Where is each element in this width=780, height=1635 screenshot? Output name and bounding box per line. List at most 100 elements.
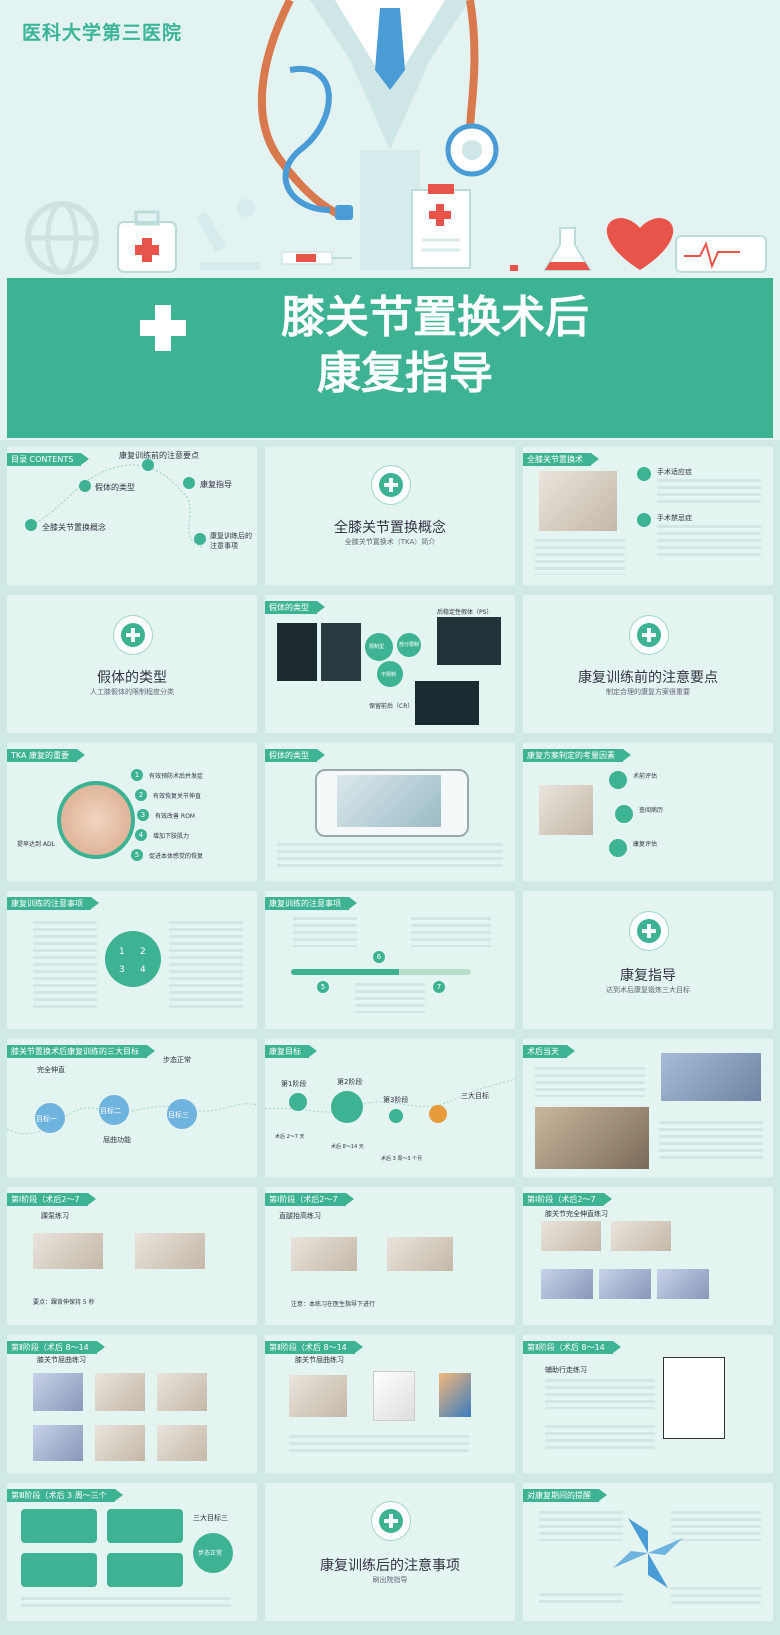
slide-head: 第Ⅱ阶段（术后 8～14 (523, 1341, 621, 1354)
partial-label: 部分限制 (399, 642, 420, 648)
exercise-label: 膝关节完全伸直练习 (545, 1210, 608, 1218)
body-text (539, 1511, 623, 1541)
slide-post-op-day[interactable]: 术后当天 (523, 1039, 773, 1177)
timeline-bar (291, 969, 471, 975)
goal-3-label: 目标三 (168, 1111, 189, 1119)
body-text (671, 1587, 761, 1607)
title-band (7, 278, 773, 438)
slide-head: 康复目标 (265, 1045, 317, 1058)
slide-tka-concept[interactable]: 全膝关节置换概念 全膝关节置换术（TKA）简介 (265, 447, 515, 585)
toc-item-5: 康复训练后的注意事项 (210, 532, 252, 550)
goal-three-label: 三大目标三 (193, 1514, 228, 1522)
slide-prosthesis-types[interactable]: 假体的类型 人工膝假体的限制程度分类 (7, 595, 257, 733)
factor-3: 康复评估 (633, 841, 658, 848)
slide-title: 全膝关节置换概念 (334, 520, 446, 536)
corridor-image (337, 775, 441, 827)
slide-prosthesis-xray[interactable]: 假体的类型 后稳定性假体（PS） 限制型 部分限制 不限制 保留前后（CR） (265, 595, 515, 733)
slide-subtitle: 全膝关节置换术（TKA）简介 (344, 538, 436, 546)
note-box (107, 1553, 183, 1587)
slide-stage3[interactable]: 第Ⅲ阶段（术后 3 周～三个 三大目标三 步态正常 (7, 1483, 257, 1621)
step-6: 6 (373, 951, 385, 963)
slide-guidance[interactable]: 康复指导 达到术后康复锻炼三大目标 (523, 891, 773, 1029)
goal-wave (7, 1103, 257, 1135)
gait-circle (193, 1533, 233, 1573)
toc-path (31, 464, 203, 548)
slide-toc[interactable]: 目录 CONTENTS 康复训练前的注意要点 假体的类型 康复指导 全膝关节置换… (7, 447, 257, 585)
slide-head: 第Ⅲ阶段（术后 3 周～三个 (7, 1489, 123, 1502)
title-line-1: 膝关节置换术后 (281, 292, 589, 343)
body-text (539, 1593, 623, 1607)
slide-stage2-flexion-a[interactable]: 第Ⅱ阶段（术后 8～14 膝关节屈曲练习 (7, 1335, 257, 1473)
slide-head: 目录 CONTENTS (7, 453, 90, 466)
slide-head: 膝关节置换术后康复训练的三大目标 (7, 1045, 155, 1058)
slide-head: 假体的类型 (265, 749, 325, 762)
note-box (21, 1509, 97, 1543)
slide-reminders[interactable]: 对康复期间的提醒 (523, 1483, 773, 1621)
xray-image (277, 623, 317, 681)
slide-tka-importance[interactable]: TKA 康复的重要 提早达到 ADL 1 有效预防术后并发症 2 有效恢复关节伸… (7, 743, 257, 881)
type-bubble (377, 661, 403, 687)
exercise-photo (157, 1425, 207, 1461)
exercise-photo (95, 1373, 145, 1411)
type-bubble (397, 633, 421, 657)
patient-image (539, 785, 593, 835)
toc-dot (25, 519, 37, 531)
exercise-photo (387, 1237, 453, 1271)
factor-1: 术前评估 (633, 773, 658, 780)
slide-stage1-leg-raise[interactable]: 第Ⅰ阶段（术后2～7 直腿抬高练习 注意：本练习在医生指导下进行 (265, 1187, 515, 1325)
medical-cross-icon (371, 1501, 411, 1541)
slide-tka-phone[interactable]: 假体的类型 (265, 743, 515, 881)
title-line-2: 康复指导 (317, 348, 493, 399)
medical-cross-icon (371, 465, 411, 505)
cr-label: 保留前后（CR） (369, 703, 414, 710)
slide-notes-1[interactable]: 康复训练的注意事项 1 2 3 4 (7, 891, 257, 1029)
body-text (277, 843, 503, 869)
slide-post-training[interactable]: 康复训练后的注意事项 刷出院指导 (265, 1483, 515, 1621)
note-box (107, 1509, 183, 1543)
phone-icon (615, 805, 633, 823)
slide-head: 全膝关节置换术 (523, 453, 599, 466)
hero-slide: 医科大学第三医院 膝关节置换术后 康复指导 (0, 0, 780, 440)
exercise-photo (541, 1269, 593, 1299)
stage-2-days: 术后 8～14 天 (331, 1144, 364, 1150)
exercise-photo (611, 1221, 671, 1251)
stage-2-label: 第2阶段 (337, 1078, 363, 1086)
body-text (289, 1435, 469, 1455)
toc-item-2: 假体的类型 (95, 483, 135, 492)
body-text (535, 1067, 645, 1097)
slide-stage2-flexion-b[interactable]: 第Ⅱ阶段（术后 8～14 膝关节屈曲练习 (265, 1335, 515, 1473)
goal-3 (167, 1099, 197, 1129)
xray-image (415, 681, 479, 725)
stage-3-days: 术后 3 周～3 个月 (381, 1156, 423, 1162)
exercise-label: 踝泵练习 (41, 1212, 69, 1220)
slide-tka-surgery[interactable]: 全膝关节置换术 手术适应症 手术禁忌症 (523, 447, 773, 585)
slide-stage2-walking[interactable]: 第Ⅱ阶段（术后 8～14 辅助行走练习 (523, 1335, 773, 1473)
quad-3: 3 (119, 965, 125, 975)
slide-three-goals[interactable]: 膝关节置换术后康复训练的三大目标 目标一 目标二 目标三 完全伸直 屈曲功能 步… (7, 1039, 257, 1177)
ps-label: 后稳定性假体（PS） (437, 609, 493, 616)
body-text (411, 917, 491, 947)
stage-3-label: 第3阶段 (383, 1096, 409, 1104)
slide-plan-factors[interactable]: 康复方案制定的考量因素 术前评估 查阅病历 康复评估 (523, 743, 773, 881)
hospital-name: 医科大学第三医院 (22, 22, 183, 44)
exercise-photo (439, 1373, 471, 1417)
hands-image (57, 781, 135, 859)
slide-notes-2[interactable]: 康复训练的注意事项 5 6 7 (265, 891, 515, 1029)
slide-pre-training[interactable]: 康复训练前的注意要点 制定合理的康复方案很重要 (523, 595, 773, 733)
exercise-photo (541, 1221, 601, 1251)
stage-3-dot (389, 1109, 403, 1123)
thumbs-up-icon (637, 467, 651, 481)
num-1: 1 (131, 769, 143, 781)
toc-dot (183, 477, 195, 489)
slide-rehab-goals[interactable]: 康复目标 第1阶段 第2阶段 第3阶段 三大目标 术后 2～7 天 术后 8～1… (265, 1039, 515, 1177)
quad-2: 2 (140, 947, 146, 957)
exercise-photo (33, 1233, 103, 1269)
exercise-photo (599, 1269, 651, 1299)
restricted-label: 限制型 (369, 644, 385, 650)
toc-dot (194, 533, 206, 545)
factor-2: 查阅病历 (639, 807, 664, 814)
body-text (33, 921, 97, 1011)
step-7: 7 (433, 981, 445, 993)
slide-stage1-ankle[interactable]: 第Ⅰ阶段（术后2～7 踝泵练习 要点：踝背伸保持 5 秒 (7, 1187, 257, 1325)
slide-stage1-extension[interactable]: 第Ⅰ阶段（术后2～7 膝关节完全伸直练习 (523, 1187, 773, 1325)
